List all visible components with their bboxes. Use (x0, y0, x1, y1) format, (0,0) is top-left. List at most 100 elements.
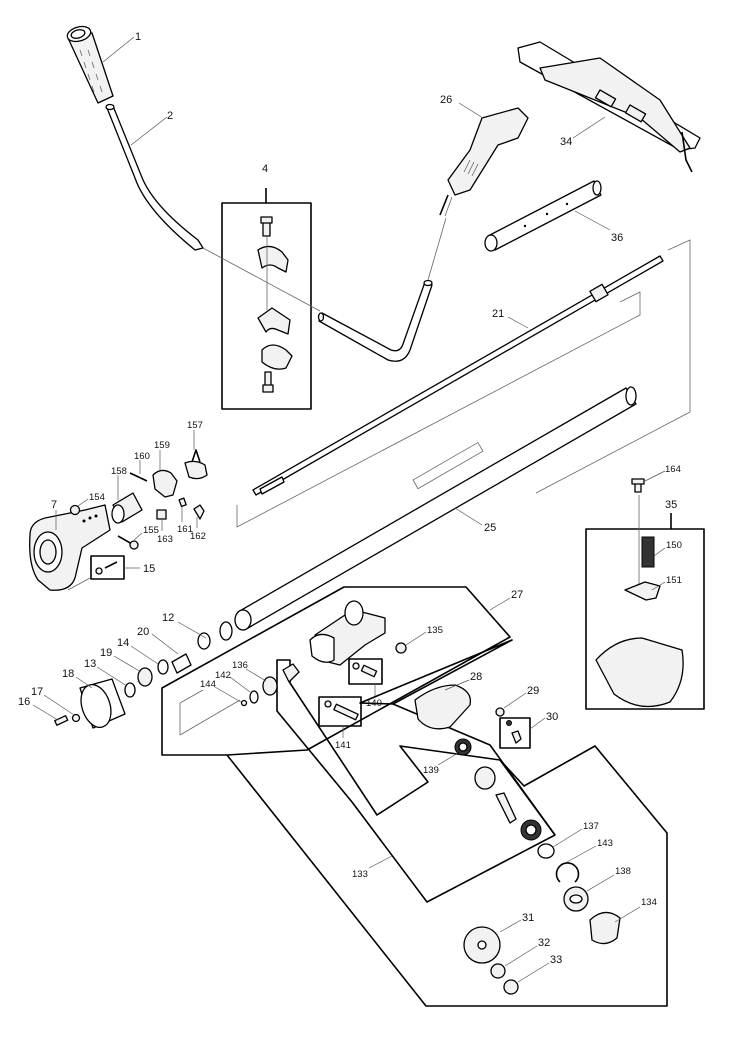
clamp-set-parts (257, 216, 293, 393)
label-151[interactable]: 151 (651, 575, 682, 591)
svg-text:20: 20 (137, 626, 149, 638)
label-4[interactable]: 4 (262, 163, 268, 175)
svg-text:134: 134 (641, 897, 657, 908)
label-155[interactable]: 155 (133, 525, 159, 541)
label-160[interactable]: 160 (134, 451, 150, 474)
nut-33-part (503, 979, 519, 995)
svg-text:31: 31 (522, 912, 534, 924)
label-1[interactable]: 1 (102, 31, 141, 63)
svg-text:1: 1 (135, 31, 141, 43)
svg-text:13: 13 (84, 658, 96, 670)
svg-text:164: 164 (665, 464, 681, 475)
label-162[interactable]: 162 (190, 517, 206, 542)
square-nut-163-part (156, 509, 167, 520)
svg-text:32: 32 (538, 937, 550, 949)
label-144[interactable]: 144 (200, 679, 242, 703)
label-15[interactable]: 15 (124, 563, 155, 575)
throttle-handle-part (439, 107, 529, 217)
label-163[interactable]: 163 (157, 519, 173, 545)
label-158[interactable]: 158 (111, 466, 127, 500)
sleeve-158-part (111, 492, 143, 524)
clutch-housing-part (29, 504, 111, 591)
label-20[interactable]: 20 (137, 626, 179, 655)
label-143[interactable]: 143 (566, 838, 613, 863)
set-box-15 (90, 555, 125, 580)
label-12[interactable]: 12 (162, 612, 207, 639)
label-25[interactable]: 25 (454, 507, 496, 534)
label-137[interactable]: 137 (552, 821, 599, 848)
svg-text:161: 161 (177, 524, 193, 535)
pipe-part (234, 386, 637, 631)
svg-text:30: 30 (546, 711, 558, 723)
label-13[interactable]: 13 (84, 658, 128, 687)
label-150[interactable]: 150 (653, 540, 682, 557)
label-31[interactable]: 31 (499, 912, 534, 933)
label-134[interactable]: 134 (614, 897, 657, 923)
label-2[interactable]: 2 (130, 110, 173, 146)
label-18[interactable]: 18 (62, 668, 93, 689)
label-138[interactable]: 138 (586, 866, 631, 892)
set-box-141 (318, 696, 362, 727)
bolt-155-part (117, 535, 139, 550)
label-36[interactable]: 36 (574, 210, 623, 244)
label-135[interactable]: 135 (405, 625, 443, 646)
label-26[interactable]: 26 (440, 94, 484, 119)
label-164[interactable]: 164 (642, 464, 681, 483)
label-35[interactable]: 35 (665, 499, 677, 511)
svg-text:162: 162 (190, 531, 206, 542)
svg-text:144: 144 (200, 679, 216, 690)
label-17[interactable]: 17 (31, 686, 75, 716)
label-154[interactable]: 154 (77, 492, 105, 507)
label-142[interactable]: 142 (215, 670, 251, 693)
drive-shaft-part (252, 255, 664, 496)
svg-text:21: 21 (492, 308, 504, 320)
label-16[interactable]: 16 (18, 696, 59, 721)
label-19[interactable]: 19 (100, 647, 142, 673)
svg-text:26: 26 (440, 94, 452, 106)
parts-drawings (29, 25, 701, 995)
svg-text:158: 158 (111, 466, 127, 477)
label-141[interactable]: 141 (335, 726, 351, 751)
group-outline-133 (226, 745, 668, 1007)
svg-text:151: 151 (666, 575, 682, 586)
label-7[interactable]: 7 (51, 499, 57, 530)
svg-text:36: 36 (611, 232, 623, 244)
svg-text:7: 7 (51, 499, 57, 511)
grip-part (66, 25, 114, 104)
bolt-160-part (129, 472, 148, 482)
label-133[interactable]: 133 (352, 855, 393, 880)
label-157[interactable]: 157 (187, 420, 203, 450)
svg-text:18: 18 (62, 668, 74, 680)
label-139[interactable]: 139 (423, 752, 459, 776)
clutch-drum-parts (54, 621, 233, 729)
label-159[interactable]: 159 (154, 440, 170, 470)
group-outline-inner-2 (359, 639, 513, 705)
label-140[interactable]: 140 (366, 684, 382, 709)
bar-part (105, 103, 204, 251)
label-27[interactable]: 27 (489, 589, 523, 611)
cup-washer-32-part (490, 963, 506, 979)
liner-part (484, 180, 602, 252)
label-14[interactable]: 14 (117, 637, 159, 665)
label-21[interactable]: 21 (492, 308, 529, 329)
svg-text:155: 155 (143, 525, 159, 536)
label-161[interactable]: 161 (177, 507, 193, 535)
group-box-35 (585, 528, 705, 710)
svg-text:2: 2 (167, 110, 173, 122)
gear-case-part (309, 600, 386, 666)
label-33[interactable]: 33 (517, 954, 562, 983)
svg-text:135: 135 (427, 625, 443, 636)
label-29[interactable]: 29 (503, 685, 539, 709)
label-34[interactable]: 34 (560, 116, 606, 148)
group-outline-27 (161, 586, 511, 756)
svg-text:142: 142 (215, 670, 231, 681)
label-30[interactable]: 30 (529, 711, 558, 730)
svg-text:16: 16 (18, 696, 30, 708)
svg-text:137: 137 (583, 821, 599, 832)
cable-clamp-157-part (184, 460, 208, 480)
svg-text:139: 139 (423, 765, 439, 776)
label-32[interactable]: 32 (504, 937, 550, 967)
label-28[interactable]: 28 (444, 671, 482, 691)
washer-144-part (240, 699, 248, 707)
label-136[interactable]: 136 (232, 660, 267, 682)
